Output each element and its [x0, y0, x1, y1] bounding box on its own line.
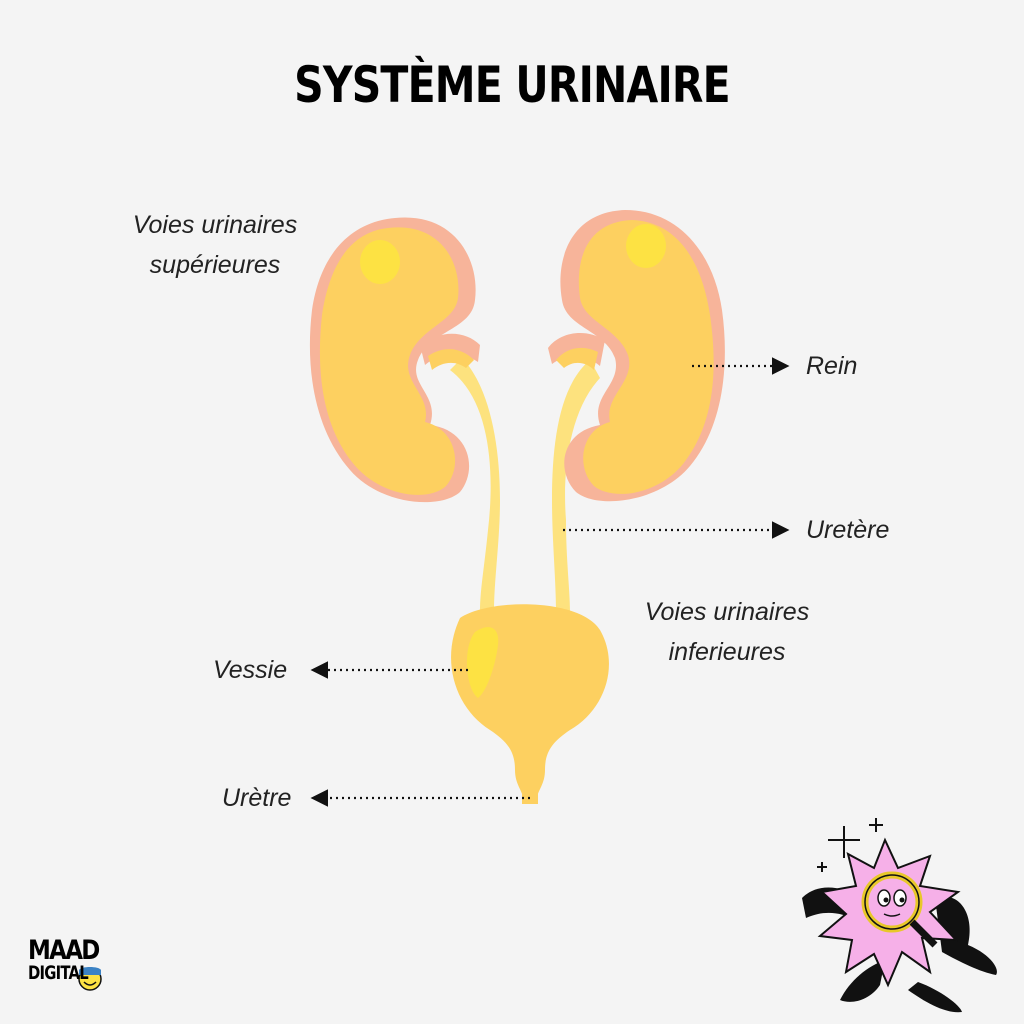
bladder [451, 604, 609, 804]
mascot-illustration [802, 837, 997, 1013]
bladder-highlight [466, 627, 499, 698]
left-kidney [309, 217, 480, 503]
ureters [450, 358, 600, 612]
pointer-lines [310, 357, 790, 807]
label-line: supérieures [149, 251, 281, 279]
label-line: Voies urinaires [132, 211, 298, 239]
sparkle-icon [817, 818, 883, 872]
bladder-label: Vessie [213, 656, 288, 684]
logo-line2: DIGITAL [28, 962, 89, 984]
kidney-label: Rein [806, 352, 858, 380]
right-kidney [548, 210, 725, 502]
lower-urinary-tract-label: Voies urinaires inferieures [612, 592, 842, 672]
kidney-highlight [360, 240, 400, 284]
label-line: Voies urinaires [644, 598, 810, 626]
ureter-label: Uretère [806, 516, 890, 544]
label-line: inferieures [668, 638, 786, 666]
logo-line1: MAAD [28, 935, 100, 966]
logo-smiley-icon [78, 967, 102, 991]
brand-logo: MAAD DIGITAL [28, 935, 111, 984]
upper-urinary-tract-label: Voies urinaires supérieures [100, 205, 330, 285]
page-title: SYSTÈME URINAIRE [294, 56, 731, 114]
kidney-highlight [626, 224, 666, 268]
urethra-label: Urètre [222, 784, 292, 812]
